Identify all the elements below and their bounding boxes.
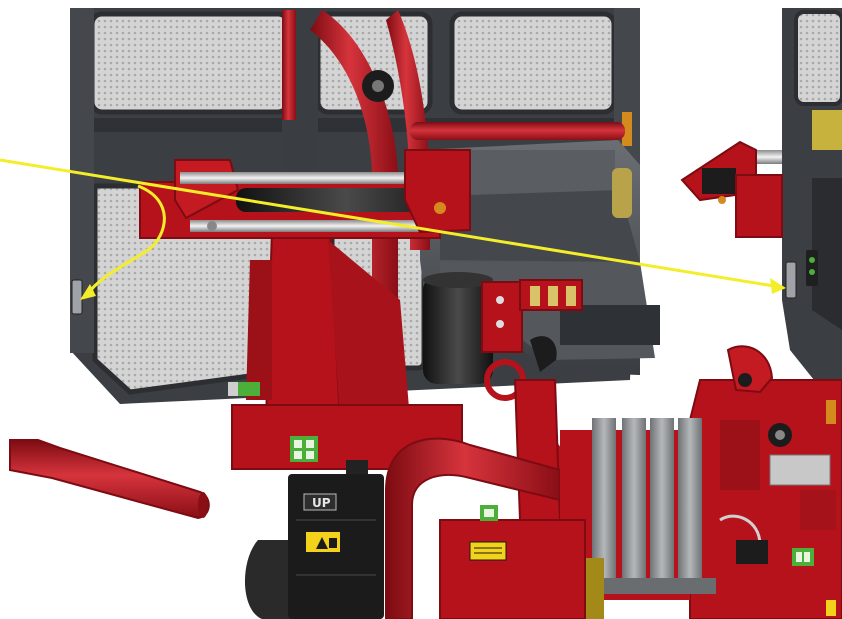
yellow-curved-arrow-icon [86, 184, 166, 295]
yellow-straight-arrow-icon [0, 158, 775, 288]
detached-tube [9, 439, 210, 520]
right-cab-cage [782, 8, 842, 400]
warning-triangle-icon [316, 537, 328, 549]
right-top-bracket [680, 140, 783, 238]
valve-block [481, 279, 583, 372]
black-tank [423, 272, 493, 384]
yellow-arrows [0, 158, 786, 300]
grey-columns [560, 418, 716, 619]
label-plate [439, 505, 586, 619]
up-label: UP [312, 496, 331, 510]
center-column [246, 229, 410, 421]
right-lower-machinery [689, 345, 842, 619]
up-control-box: UP [244, 474, 384, 619]
